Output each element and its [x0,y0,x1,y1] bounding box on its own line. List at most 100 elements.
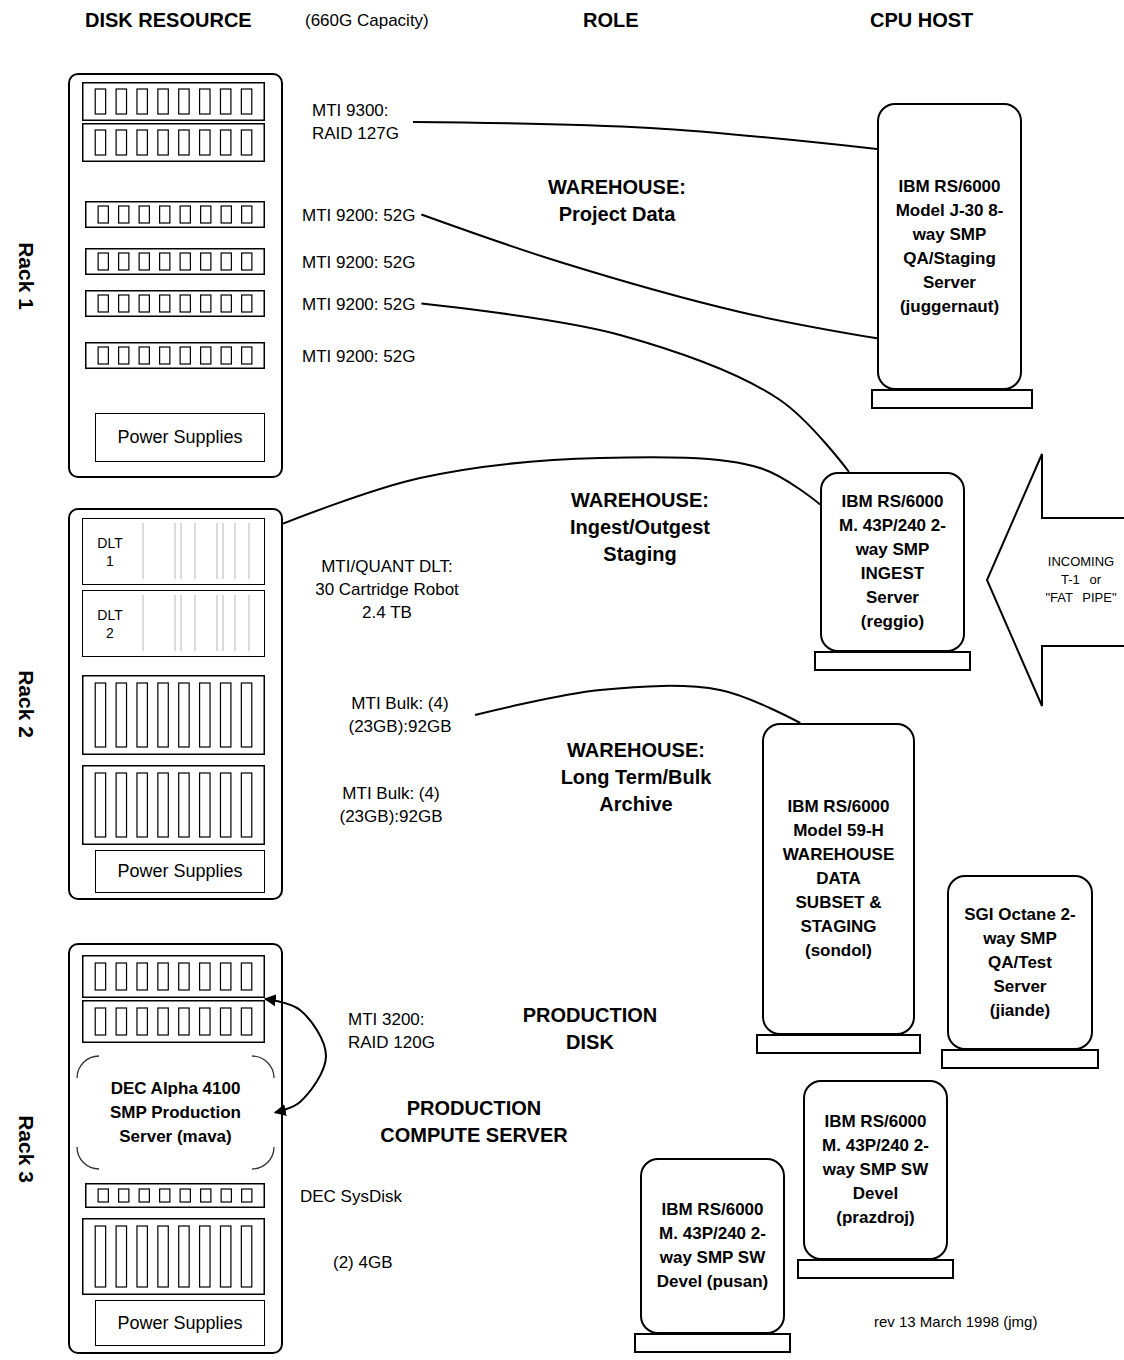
disk-drive-bar [180,206,190,223]
annotation-label: MTI/QUANT DLT: 30 Cartridge Robot 2.4 TB [311,555,463,624]
tape-slot-line [223,523,224,579]
connector-line [421,304,849,473]
disk-drive-bar [160,253,170,270]
tape-slot-line [217,595,218,651]
disk-unit-drawing [82,1218,265,1295]
disk-drive-bar [95,130,105,155]
disk-drive-bar [200,683,210,747]
disk-row-outline [86,249,265,275]
disk-unit-drawing [82,82,265,162]
annotation-label: rev 13 March 1998 (jmg) [874,1312,1037,1332]
ps-text: Power Supplies [117,427,242,448]
disk-drive-bar [160,347,170,364]
unit-text: (2) 4GB [333,1250,393,1273]
disk-drive-bar [160,295,170,312]
power-supply-box: Power Supplies [95,413,265,462]
disk-drive-bar [137,1008,147,1035]
tape-slot-line [143,595,144,651]
base-plate [942,1050,1098,1068]
dec-text: DEC Alpha 4100 SMP Production Server (ma… [93,1077,258,1149]
disk-drive-bar [220,89,230,114]
annotation-label: ROLE [583,7,639,34]
disk-drive-bar [119,295,129,312]
disk-drive-bar [220,1008,230,1035]
disk-drive-bar [95,963,105,990]
host-text: IBM RS/6000 Model J-30 8-way SMP QA/Stag… [894,175,1006,319]
disk-drive-bar [242,295,252,312]
disk-drive-bar [242,347,252,364]
disk-drive-bar [139,253,149,270]
disk-row-outline [86,291,265,317]
disk-drive-bar [220,773,230,837]
rack-text: Rack 3 [14,1115,38,1183]
disk-row-outline [83,124,265,162]
disk-drive-bar [241,130,251,155]
base-plate [635,1334,790,1352]
host-text: IBM RS/6000 M. 43P/240 2-way SMP SW Deve… [820,1110,932,1230]
disk-drive-bar [119,347,129,364]
tape-slot-line [223,595,224,651]
disk-drive-bar [200,130,210,155]
disk-row-outline [83,1001,265,1043]
connector-line [475,686,800,723]
disk-drive-bar [95,89,105,114]
tape-slot-line [195,523,196,579]
unit-text: MTI 9200: 52G [302,250,415,273]
disk-unit: MTI 9200: 52G [85,201,265,228]
disk-drive-bar [180,295,190,312]
annotation-label: WAREHOUSE: Ingest/Outgest Staging [560,487,720,568]
cpu-host-box: IBM RS/6000 Model 59-H WAREHOUSE DATA SU… [762,723,915,1035]
disk-unit-drawing [82,765,265,845]
rack-cabinet: Rack 3MTI 3200: RAID 120GDEC Alpha 4100 … [68,943,283,1354]
disk-drive-bar [137,963,147,990]
disk-drive-bar [119,206,129,223]
annotation-label: PRODUCTION DISK [500,1002,680,1056]
disk-drive-bar [160,1189,170,1202]
disk-drive-bar [201,295,211,312]
tape-slot-line [217,523,218,579]
base-plate [757,1035,920,1053]
disk-drive-bar [139,295,149,312]
tape-slot-line [181,595,182,651]
disk-drive-bar [200,1226,210,1287]
disk-drive-bar [95,1008,105,1035]
annotation-label: WAREHOUSE: Project Data [542,174,692,228]
disk-drive-bar [201,206,211,223]
disk-drive-bar [119,1189,129,1202]
disk-drive-bar [220,130,230,155]
base-plate [815,652,970,670]
rack-text: Rack 2 [14,670,38,738]
disk-drive-bar [158,1226,168,1287]
disk-drive-bar [116,89,126,114]
disk-drive-bar [220,1226,230,1287]
disk-drive-bar [242,253,252,270]
disk-drive-bar [179,1226,189,1287]
disk-drive-bar [179,89,189,114]
host-text: IBM RS/6000 M. 43P/240 2-way SMP INGEST … [837,490,949,634]
unit-text: MTI Bulk: (4)(23GB):92GB [322,782,460,828]
cpu-host-box: IBM RS/6000 M. 43P/240 2-way SMP INGEST … [820,472,965,652]
disk-drive-bar [158,963,168,990]
disk-drive-bar [137,130,147,155]
disk-row-outline [83,766,265,845]
unit-text: MTI 9200: 52G [302,292,415,315]
connector-line [265,999,326,1113]
tape-slot-line [195,595,196,651]
disk-drive-bar [158,683,168,747]
disk-row-outline [86,1184,265,1208]
disk-drive-bar [98,347,108,364]
disk-drive-bar [221,347,231,364]
disk-unit: (2) 4GB [82,1218,265,1295]
disk-drive-bar [119,253,129,270]
connector-line [283,457,820,523]
ps-text: Power Supplies [117,861,242,882]
disk-drive-bar [242,206,252,223]
disk-drive-bar [220,683,230,747]
incoming-arrow-outline [985,452,1124,708]
disk-drive-bar [158,773,168,837]
disk-unit: MTI 9200: 52G [85,248,265,275]
annotation-label: WAREHOUSE: Long Term/Bulk Archive [551,737,721,818]
incoming-arrow-shape [987,454,1124,706]
rack-cabinet: Rack 2DLT 1DLT 2MTI Bulk: (4)(23GB):92GB… [68,508,283,900]
tape-drive: DLT 1 [82,518,265,585]
